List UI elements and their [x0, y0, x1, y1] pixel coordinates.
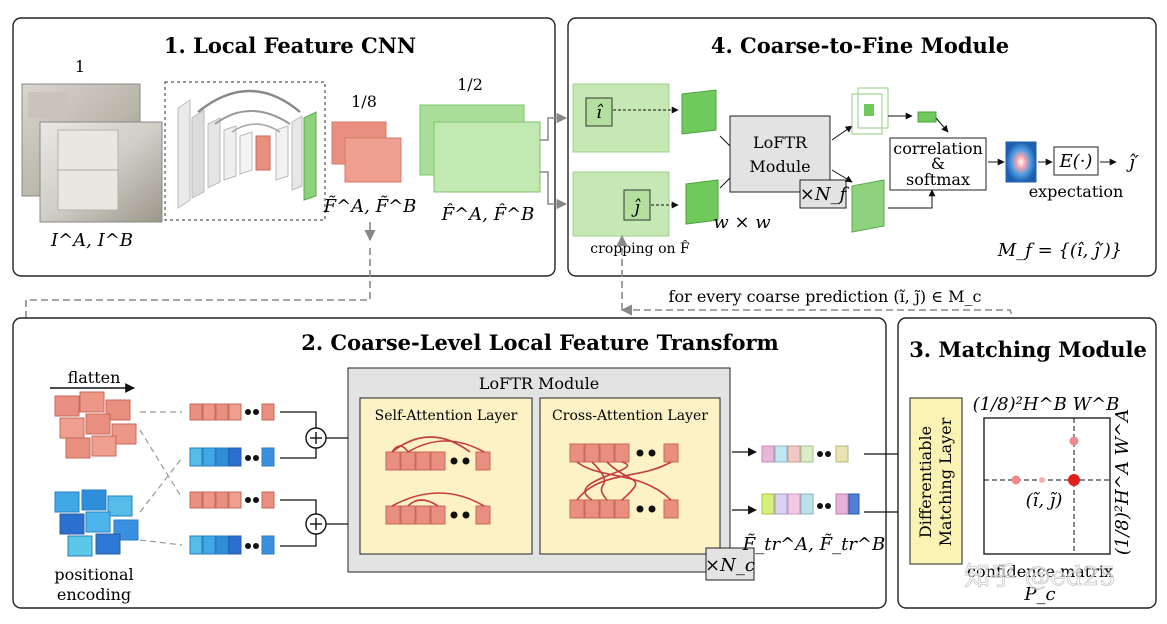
fine-feature-label: F̂^A, F̂^B [441, 203, 535, 225]
token-row-a [189, 403, 275, 421]
panel-title-coarse-transform: 2. Coarse-Level Local Feature Transform [301, 330, 779, 355]
i-hat-label: î [596, 102, 604, 123]
cnn-backbone [164, 81, 326, 221]
coarse-feature-label: F̃^A, F̃^B [323, 195, 417, 217]
panel-title-coarse-to-fine: 4. Coarse-to-Fine Module [711, 33, 1009, 58]
self-attention-tokens [385, 436, 491, 525]
panel-title-local-feature: 1. Local Feature CNN [164, 33, 416, 58]
token-row-pe-b [189, 535, 275, 555]
corr-line2: & [931, 154, 945, 173]
corr-line3: softmax [906, 170, 970, 189]
fine-loftr-line2: Module [749, 157, 810, 176]
feature-cubes [54, 391, 137, 459]
expectation-label: expectation [1029, 182, 1124, 201]
coarse-loftr-title: LoFTR Module [479, 374, 599, 393]
nf-label: ×N_f [800, 184, 850, 205]
side-dimension-label: (1/8)²H^A W^A [1112, 409, 1133, 555]
candidate-point [1011, 475, 1021, 485]
differentiable-matching-layer [909, 397, 963, 565]
input-images-label: I^A, I^B [50, 230, 133, 251]
crop-connectors [540, 112, 568, 210]
scale-half-label: 1/2 [457, 75, 483, 94]
token-row-b [189, 491, 275, 509]
panel-coarse-to-fine: 4. Coarse-to-Fine Module î ĵ cropping on… [567, 17, 1157, 277]
top-dimension-label: (1/8)²H^B W^B [973, 394, 1120, 415]
coarse-feature-maps [331, 121, 402, 183]
panel-local-feature-cnn: 1. Local Feature CNN 1 I^A, I^B 1/ [12, 17, 556, 277]
positional-line1: positional [54, 565, 133, 584]
panel-title-matching: 3. Matching Module [909, 337, 1147, 362]
wireframe-cube [851, 87, 889, 135]
cross-attention-layer [539, 397, 721, 555]
positional-encoding-cubes [54, 489, 139, 557]
candidate-point [1039, 477, 1045, 483]
confidence-matrix [983, 417, 1111, 555]
diff-line2: Matching Layer [936, 417, 955, 546]
sum-node-a [305, 427, 327, 449]
pc-label: P_c [1023, 584, 1055, 605]
coarse-prediction-label: for every coarse prediction (ĩ, j̃) ∈ M_… [669, 287, 982, 306]
input-images [21, 83, 163, 223]
panel-matching: 3. Matching Module Differentiable Matchi… [897, 317, 1157, 609]
cross-attention-tokens [569, 443, 679, 519]
scale-full-label: 1 [75, 57, 85, 76]
j-hat-label: ĵ [631, 197, 641, 218]
self-attention-layer [359, 397, 533, 555]
corr-line1: correlation [893, 139, 983, 158]
token-row-pe-a [189, 447, 275, 467]
matched-point [1068, 474, 1080, 486]
fine-feature-maps [419, 104, 541, 193]
point-label: (ĩ, j̃) [1026, 490, 1063, 511]
scale-eighth-label: 1/8 [351, 92, 377, 111]
sum-node-b [305, 513, 327, 535]
j-hat-prime-label: ĵ′ [1126, 152, 1139, 173]
expectation-box: E(·) [1059, 151, 1093, 172]
nc-label: ×N_c [705, 555, 755, 576]
positional-line2: encoding [57, 585, 131, 604]
cross-attention-label: Cross-Attention Layer [552, 408, 708, 424]
transformed-row-b [761, 493, 860, 515]
mf-set-label: M_f = {(î, ĵ′)} [997, 240, 1122, 261]
panel-coarse-transform: 2. Coarse-Level Local Feature Transform … [12, 317, 907, 609]
diff-line1: Differentiable [916, 426, 935, 538]
cropping-label: cropping on F̂ [590, 239, 690, 257]
confidence-label: confidence matrix [967, 562, 1113, 581]
self-attention-label: Self-Attention Layer [375, 408, 518, 424]
window-label: w × w [713, 212, 771, 233]
watermark: 知乎 @ed25 [964, 562, 1115, 592]
transformed-label: F̃_tr^A, F̃_tr^B [742, 533, 886, 555]
candidate-point [1069, 436, 1079, 446]
fine-loftr-line1: LoFTR [753, 133, 808, 152]
transformed-row-a [761, 445, 849, 463]
flatten-label: flatten [68, 368, 121, 387]
heatmap-patch [1005, 141, 1037, 183]
